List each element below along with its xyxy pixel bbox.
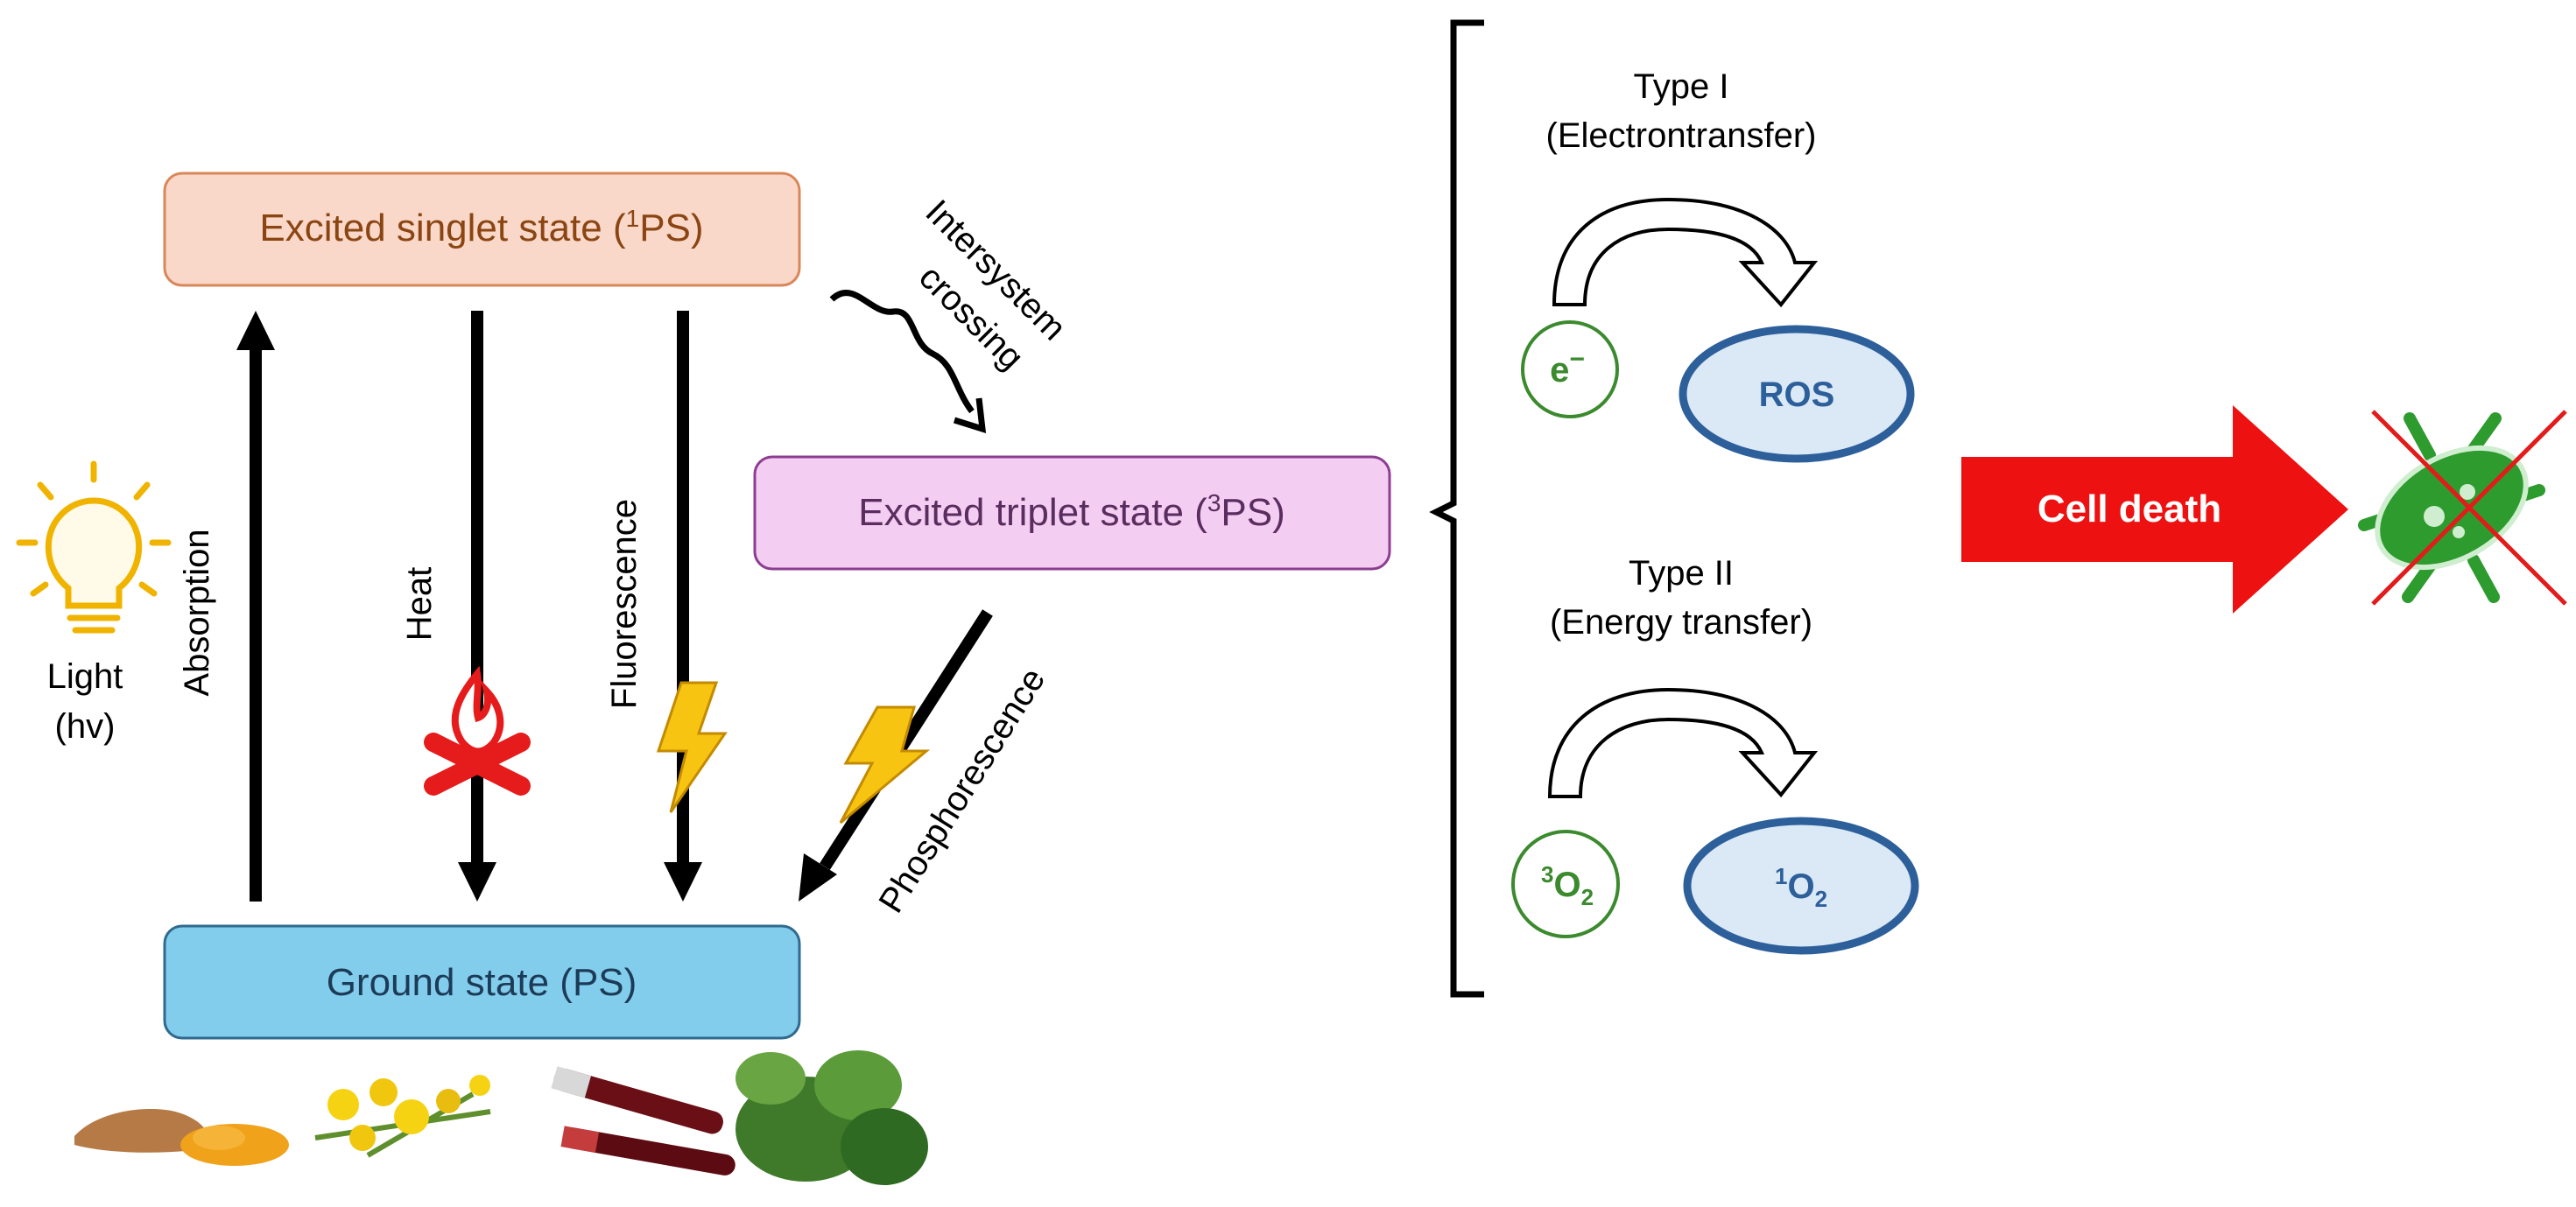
singlet-state-box: Excited singlet state (1PS) [163, 172, 801, 287]
type1-curved-arrow [1552, 197, 1819, 308]
vegetables-image [735, 1050, 928, 1185]
st-johns-wort-image [314, 1075, 491, 1158]
triplet-oxygen-label: 3O2 [1541, 861, 1594, 910]
lightbulb-icon [16, 460, 172, 634]
type1-title: Type I [1634, 67, 1729, 106]
cell-death-arrow: Cell death [1961, 405, 2348, 614]
ground-state-label: Ground state (PS) [327, 961, 637, 1004]
singlet-oxygen-label: 1O2 [1775, 863, 1827, 912]
fluorescence-arrow [664, 311, 702, 902]
electron-label: e− [1550, 345, 1585, 389]
light-label-line2: (hv) [55, 707, 116, 746]
microbe-crossed-icon [2358, 410, 2567, 606]
triplet-state-box: Excited triplet state (3PS) [753, 455, 1391, 571]
absorption-arrow [236, 311, 275, 902]
light-label-line1: Light [47, 657, 123, 696]
triplet-state-label: Excited triplet state (3PS) [858, 489, 1285, 534]
ros-label: ROS [1759, 375, 1835, 414]
lightning-icon [839, 705, 931, 825]
triplet-oxygen-circle: 3O2 [1511, 830, 1620, 938]
heat-arrow [458, 311, 496, 902]
absorption-label: Absorption [178, 529, 216, 696]
phosphorescence-label: Phosphorescence [871, 662, 1052, 920]
cell-death-label: Cell death [2038, 488, 2221, 530]
fluorescence-label: Fluorescence [605, 499, 644, 709]
ground-state-box: Ground state (PS) [163, 924, 801, 1040]
intersystem-crossing-arrow [829, 290, 987, 433]
type1-subtitle: (Electrontransfer) [1546, 116, 1817, 155]
type2-title: Type II [1629, 554, 1734, 593]
fire-icon [424, 665, 531, 796]
singlet-oxygen-ellipse: 1O2 [1683, 817, 1919, 955]
mechanism-brace [1429, 19, 1484, 998]
blood-tubes-image [551, 1066, 735, 1175]
type2-curved-arrow [1547, 687, 1819, 798]
singlet-state-label: Excited singlet state (1PS) [259, 205, 703, 249]
ros-ellipse: ROS [1679, 325, 1915, 463]
lightning-icon [656, 681, 728, 813]
turmeric-image [74, 1109, 289, 1166]
type2-subtitle: (Energy transfer) [1550, 603, 1812, 642]
heat-label: Heat [400, 567, 439, 642]
electron-circle: e− [1521, 320, 1619, 418]
